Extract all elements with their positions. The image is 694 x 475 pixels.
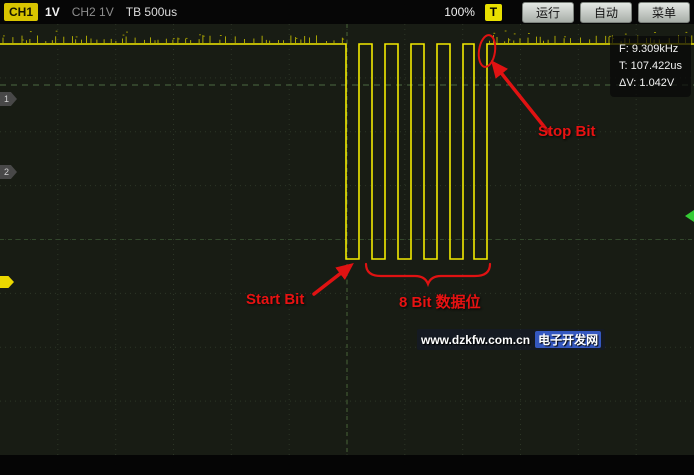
scope-display: 1 2 [0,24,694,455]
watermark-site-name: 电子开发网 [535,331,602,348]
channel1-position-marker[interactable]: 1 [0,92,17,106]
period-readout: T: 107.422us [619,60,682,72]
zoom-percent-label: 100% [444,5,475,19]
channel2-position-marker[interactable]: 2 [0,165,17,179]
waveform-trace [0,30,694,260]
trigger-level-marker[interactable] [685,210,694,222]
stop-bit-arrow [490,60,552,136]
watermark: www.dzkfw.com.cn 电子开发网 [417,329,606,350]
scope-canvas [0,24,694,455]
trigger-position-marker[interactable] [0,276,14,288]
stop-bit-circle [477,34,497,68]
channel2-badge[interactable]: CH2 1V [71,5,114,19]
timebase-label[interactable]: TB 500us [125,5,178,19]
data-bits-label: 8 Bit 数据位 [399,294,481,311]
frequency-readout: F: 9.309kHz [619,43,679,55]
watermark-url: www.dzkfw.com.cn [421,332,531,347]
bottom-bar [0,455,694,475]
start-bit-arrow [312,262,354,296]
stop-bit-label: Stop Bit [538,123,596,140]
delta-v-readout: ΔV: 1.042V [619,77,675,89]
trigger-badge[interactable]: T [484,3,502,21]
channel1-scale-label: 1V [45,5,60,19]
menu-button[interactable]: 菜单 [637,1,690,23]
auto-button[interactable]: 自动 [579,1,632,23]
start-bit-label: Start Bit [246,291,305,308]
annotation-graphics [312,34,552,296]
grid [0,24,694,455]
run-button[interactable]: 运行 [521,1,574,23]
measurement-box: F: 9.309kHz T: 107.422us ΔV: 1.042V [610,36,691,97]
top-toolbar: CH1 1V CH2 1V TB 500us 100% T 运行 自动 菜单 [0,0,694,24]
channel1-badge[interactable]: CH1 [4,3,39,21]
data-bits-brace [364,262,492,288]
